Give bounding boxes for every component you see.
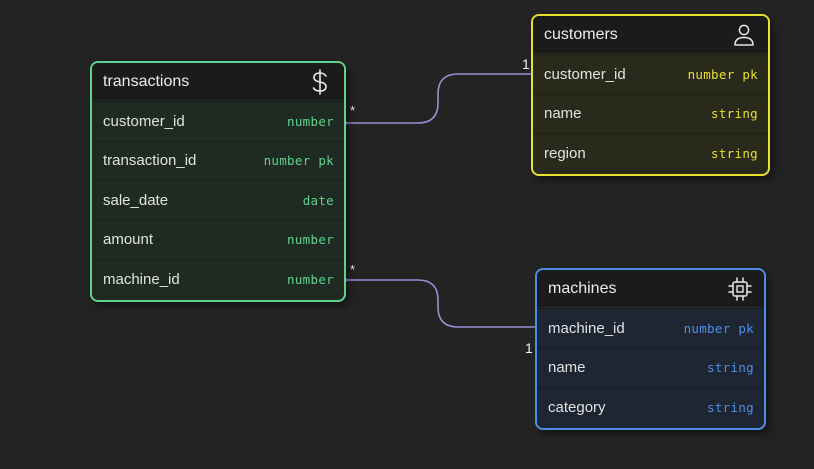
table-title: machines (548, 279, 617, 297)
table-row[interactable]: region string (533, 133, 768, 173)
table-title: transactions (103, 72, 190, 90)
column-type: number pk (683, 320, 754, 336)
table-row[interactable]: machine_id number (92, 259, 344, 299)
table-row[interactable]: transaction_id number pk (92, 140, 344, 181)
column-type: number (287, 232, 334, 248)
column-type: string (711, 145, 758, 161)
table-header[interactable]: transactions (92, 63, 344, 101)
table-row[interactable]: machine_id number pk (537, 308, 764, 348)
column-name: customer_id (544, 65, 626, 83)
column-name: name (548, 359, 586, 377)
table-header[interactable]: machines (537, 270, 764, 308)
cardinality-one-machine: 1 (525, 340, 533, 356)
column-type: number pk (687, 66, 758, 82)
table-row[interactable]: category string (537, 387, 764, 427)
column-name: amount (103, 231, 154, 249)
column-type: string (707, 360, 754, 376)
table-row[interactable]: customer_id number (92, 101, 344, 141)
dollar-sign-icon (307, 68, 333, 95)
column-type: string (707, 399, 754, 415)
column-type: number (287, 113, 334, 129)
column-name: sale_date (103, 191, 169, 209)
table-row[interactable]: customer_id number pk (533, 54, 768, 94)
column-type: number pk (263, 153, 334, 169)
column-type: number (287, 271, 334, 287)
column-type: string (711, 106, 758, 122)
cardinality-many-machine: * (350, 262, 356, 277)
column-name: category (548, 398, 606, 416)
relation-line-customer[interactable] (345, 73, 534, 124)
relation-line-machine[interactable] (345, 279, 537, 328)
cardinality-one-customer: 1 (522, 56, 530, 72)
column-name: region (544, 144, 586, 162)
table-header[interactable]: customers (533, 16, 768, 54)
column-name: machine_id (103, 270, 180, 288)
table-machines[interactable]: machines machine_id number pk name strin… (535, 268, 766, 430)
column-name: machine_id (548, 319, 625, 337)
table-transactions[interactable]: transactions customer_id number transact… (90, 61, 346, 302)
table-row[interactable]: name string (533, 93, 768, 134)
column-name: name (544, 105, 582, 123)
table-row[interactable]: name string (537, 347, 764, 388)
cardinality-many-customer: * (350, 103, 356, 118)
user-icon (731, 22, 757, 48)
table-title: customers (544, 25, 618, 43)
table-row[interactable]: amount number (92, 219, 344, 260)
table-row[interactable]: sale_date date (92, 180, 344, 220)
table-customers[interactable]: customers customer_id number pk name str… (531, 14, 770, 176)
column-name: customer_id (103, 112, 185, 130)
cpu-chip-icon (727, 276, 753, 302)
column-name: transaction_id (103, 152, 197, 170)
column-type: date (302, 192, 334, 208)
